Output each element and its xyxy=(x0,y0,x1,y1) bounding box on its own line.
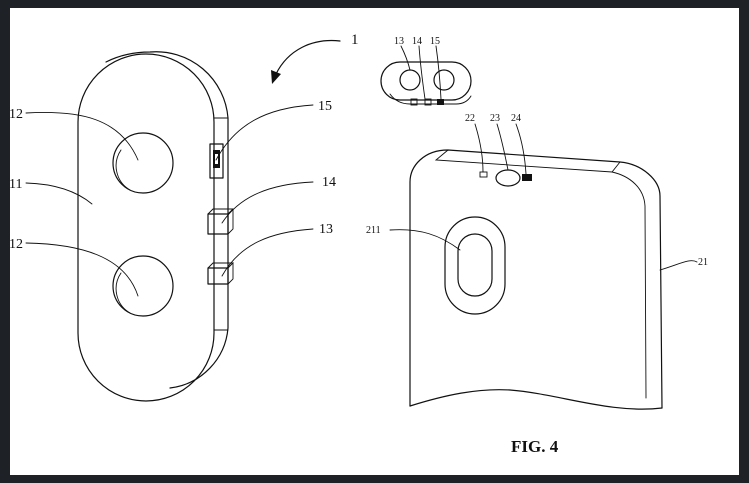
side-connector-part-13 xyxy=(207,262,235,285)
label-body: 11 xyxy=(9,177,22,192)
housing-hole-22 xyxy=(479,171,488,178)
curved-arrow xyxy=(271,39,341,84)
leader-22 xyxy=(474,123,484,173)
camera-module-body xyxy=(77,51,229,402)
leader-12-top xyxy=(25,112,139,161)
label-small-14: 14 xyxy=(412,36,422,47)
label-small-15: 15 xyxy=(430,36,440,47)
label-assembly: 1 xyxy=(351,32,359,48)
leader-23 xyxy=(496,123,509,171)
label-window-211: 211 xyxy=(366,225,381,236)
camera-lens-top xyxy=(112,132,174,194)
label-housing-21: 21 xyxy=(698,257,708,268)
label-small-13: 13 xyxy=(394,36,404,47)
housing-hole-23 xyxy=(495,169,521,187)
side-sensor-part-15 xyxy=(209,143,224,179)
label-hole-22: 22 xyxy=(465,113,475,124)
leader-11 xyxy=(25,182,93,205)
figure-caption: FIG. 4 xyxy=(511,437,559,456)
label-part-14: 14 xyxy=(322,175,336,190)
leader-24 xyxy=(515,123,527,175)
leader-15 xyxy=(215,104,314,161)
housing-21 xyxy=(409,149,698,410)
label-hole-24: 24 xyxy=(511,113,521,124)
drawing-sheet xyxy=(10,8,739,475)
lens-window-211 xyxy=(444,216,506,315)
label-camera-top: 12 xyxy=(9,107,23,122)
side-connector-part-14 xyxy=(207,208,235,235)
label-camera-bottom: 12 xyxy=(9,237,23,252)
leader-12-bottom xyxy=(25,242,139,297)
leader-13 xyxy=(221,228,314,277)
camera-lens-bottom xyxy=(112,255,174,317)
label-part-13: 13 xyxy=(319,222,333,237)
housing-hole-24 xyxy=(522,174,532,181)
module-top-view xyxy=(380,45,472,106)
label-part-15: 15 xyxy=(318,99,332,114)
leader-14 xyxy=(221,181,314,224)
leader-211 xyxy=(389,229,461,251)
label-hole-23: 23 xyxy=(490,113,500,124)
